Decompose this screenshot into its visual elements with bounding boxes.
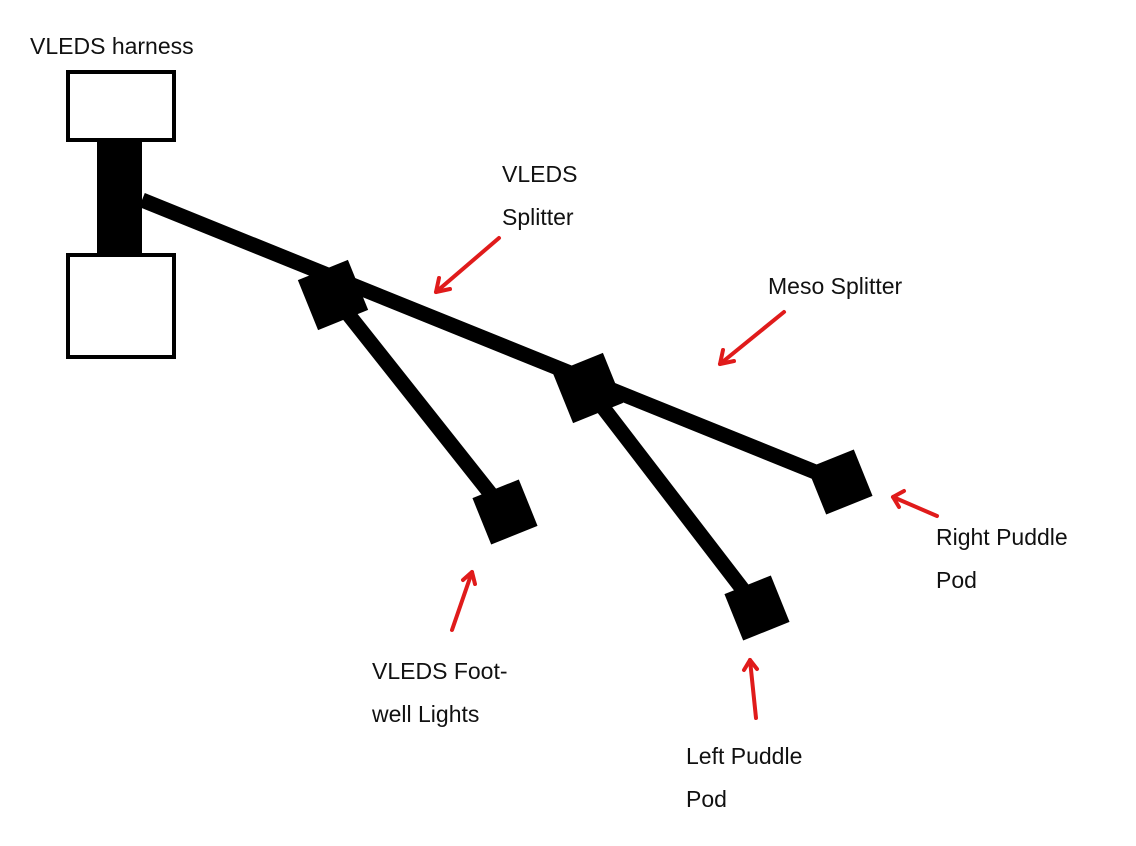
left-puddle-pod-block [724, 575, 790, 641]
arrow-footwell-lights [450, 570, 477, 632]
arrows [434, 236, 939, 720]
arrow-meso-splitter [718, 310, 786, 366]
footwell-lights-block [472, 479, 538, 545]
label-right-puddle-pod-line2: Pod [936, 567, 977, 593]
meso-splitter-block [552, 352, 624, 424]
connectors [297, 259, 873, 641]
harness-stem [97, 140, 142, 255]
arrow-vleds-splitter [434, 236, 501, 294]
left-pod-cable [582, 383, 763, 613]
arrow-left-puddle-pod [742, 658, 759, 720]
label-footwell-lights-line2: well Lights [371, 701, 479, 727]
label-vleds-harness: VLEDS harness [30, 33, 194, 59]
arrow-right-puddle-pod [891, 489, 939, 518]
cables [139, 193, 843, 613]
harness-top-block [66, 70, 176, 142]
main-cable [139, 193, 843, 489]
harness-bottom-block [66, 253, 176, 359]
label-left-puddle-pod-line2: Pod [686, 786, 727, 812]
vleds-harness-connector [66, 70, 176, 359]
label-vleds-splitter-line1: VLEDS [502, 161, 577, 187]
vleds-splitter-block [297, 259, 369, 331]
label-right-puddle-pod-line1: Right Puddle [936, 524, 1068, 550]
label-vleds-splitter-line2: Splitter [502, 204, 574, 230]
footwell-cable [327, 290, 511, 517]
right-puddle-pod-block [807, 449, 873, 515]
label-meso-splitter: Meso Splitter [768, 273, 903, 299]
label-left-puddle-pod-line1: Left Puddle [686, 743, 802, 769]
label-footwell-lights-line1: VLEDS Foot- [372, 658, 508, 684]
